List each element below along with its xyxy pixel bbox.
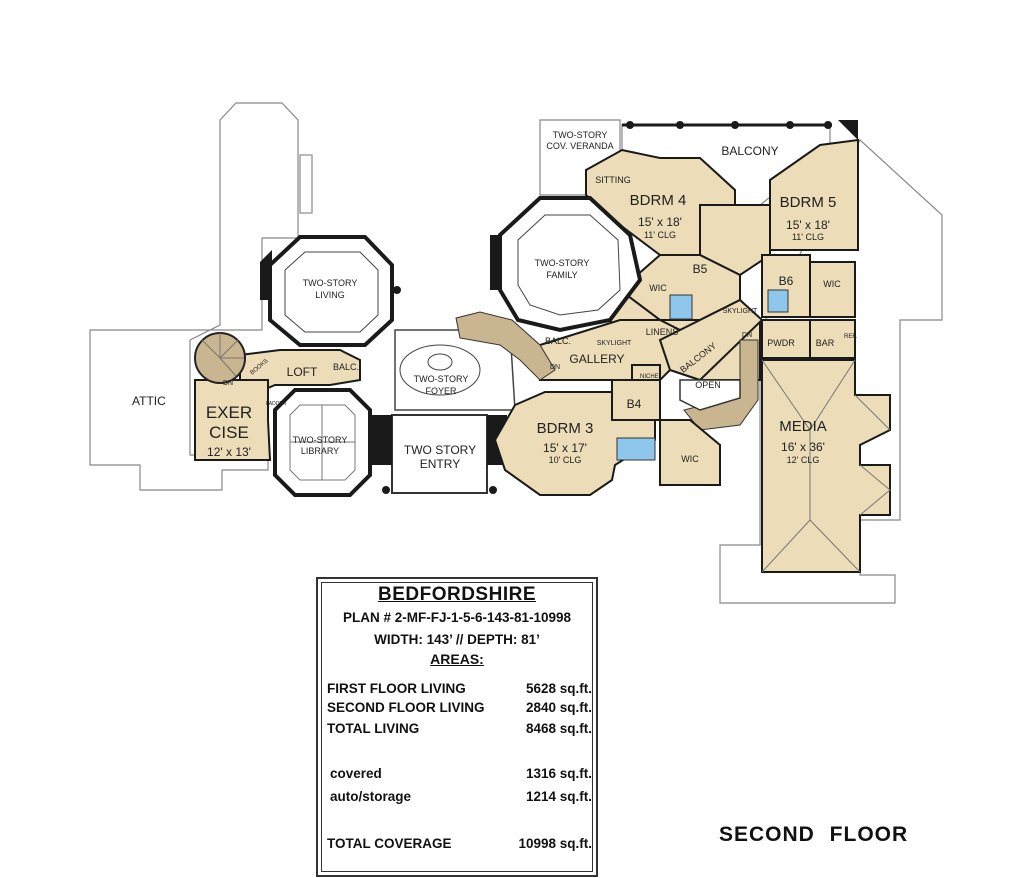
area-value: 1214 sq.ft. bbox=[525, 789, 592, 804]
chimney-small bbox=[299, 154, 313, 214]
hall-room bbox=[699, 204, 771, 277]
ladder-label: LADDER bbox=[266, 401, 287, 407]
area-label: TOTAL COVERAGE bbox=[327, 836, 452, 851]
pwdr-label: PWDR bbox=[767, 338, 795, 348]
area-value: 5628 sq.ft. bbox=[525, 681, 592, 696]
area-label: TOTAL LIVING bbox=[327, 721, 420, 736]
dn1-label: DN bbox=[223, 380, 233, 387]
bdrm5-clg: 11' CLG bbox=[792, 232, 824, 242]
bdrm3-clg: 10' CLG bbox=[549, 455, 582, 465]
exercise-label-1: EXER bbox=[206, 403, 252, 422]
area-value: 1316 sq.ft. bbox=[525, 766, 592, 781]
bdrm3-label: BDRM 3 bbox=[537, 420, 594, 437]
b4-label: B4 bbox=[627, 397, 642, 411]
floor-label: SECOND FLOOR bbox=[719, 823, 909, 846]
library-label-2: LIBRARY bbox=[301, 446, 339, 456]
wic3-room bbox=[659, 419, 721, 486]
exercise-label-2: CISE bbox=[209, 423, 249, 442]
gallery-label: GALLERY bbox=[569, 352, 624, 366]
bar-room bbox=[809, 319, 856, 359]
bdrm4-label: BDRM 4 bbox=[630, 192, 687, 209]
dn3-label: DN bbox=[742, 332, 752, 339]
bdrm4-size: 15' x 18' bbox=[638, 215, 682, 229]
niche bbox=[631, 364, 661, 381]
entry-label-1: TWO STORY bbox=[404, 443, 476, 457]
niche-label: NICHE bbox=[640, 374, 659, 380]
attic-outline bbox=[89, 102, 299, 491]
entry-label-2: ENTRY bbox=[420, 457, 460, 471]
foyer-label-1: TWO-STORY bbox=[414, 374, 469, 384]
veranda-label-1: TWO-STORY bbox=[553, 130, 608, 140]
stair-curve bbox=[455, 311, 556, 381]
ref-label: REF. bbox=[844, 334, 857, 340]
areas-heading: AREAS: bbox=[430, 651, 484, 667]
b5-label: B5 bbox=[693, 262, 708, 276]
b4-room bbox=[611, 379, 661, 421]
balcony-top-label: BALCONY bbox=[721, 144, 778, 158]
area-value: 8468 sq.ft. bbox=[525, 721, 592, 736]
bdrm5-label: BDRM 5 bbox=[780, 194, 837, 211]
attic-label: ATTIC bbox=[132, 394, 166, 408]
bdrm3-size: 15' x 17' bbox=[543, 441, 587, 455]
loft-label: LOFT bbox=[287, 365, 318, 379]
entry-area bbox=[391, 414, 488, 494]
foyer-label-2: FOYER bbox=[425, 386, 457, 396]
library-label-1: TWO-STORY bbox=[293, 435, 348, 445]
bdrm4-clg: 11' CLG bbox=[644, 230, 676, 240]
area-label: SECOND FLOOR LIVING bbox=[327, 700, 485, 715]
sitting-label: SITTING bbox=[595, 175, 631, 185]
linens-label: LINENS bbox=[646, 327, 679, 337]
areas-table-inner-border bbox=[321, 582, 593, 872]
balcony-mid bbox=[658, 298, 764, 382]
open-area bbox=[679, 379, 741, 411]
skylight2-label: SKYLIGHT bbox=[723, 308, 758, 315]
veranda-label-2: COV. VERANDA bbox=[546, 141, 613, 151]
family-label-2: FAMILY bbox=[546, 270, 577, 280]
plan-title: BEDFORDSHIRE bbox=[377, 584, 536, 605]
media-clg: 12' CLG bbox=[787, 455, 820, 465]
bdrm5-room bbox=[769, 138, 859, 251]
living-label-1: TWO-STORY bbox=[303, 278, 358, 288]
area-label: FIRST FLOOR LIVING bbox=[327, 681, 466, 696]
balc2-label: BALC. bbox=[333, 362, 359, 372]
media-size: 16' x 36' bbox=[781, 440, 825, 454]
wic1-label: WIC bbox=[649, 283, 667, 293]
skylight1-label: SKYLIGHT bbox=[597, 340, 632, 347]
bdrm5-size: 15' x 18' bbox=[786, 218, 830, 232]
area-label: auto/storage bbox=[330, 789, 412, 804]
area-value: 2840 sq.ft. bbox=[525, 700, 592, 715]
plan-number: PLAN # 2-MF-FJ-1-5-6-143-81-10998 bbox=[342, 610, 572, 625]
exercise-size: 12' x 13' bbox=[207, 445, 251, 459]
media-label: MEDIA bbox=[779, 418, 827, 435]
area-label: covered bbox=[330, 766, 382, 781]
wic2-label: WIC bbox=[823, 279, 841, 289]
area-value: 10998 sq.ft. bbox=[518, 836, 592, 851]
wic2-room bbox=[809, 261, 856, 318]
areas-table: BEDFORDSHIRE PLAN # 2-MF-FJ-1-5-6-143-81… bbox=[316, 577, 598, 877]
wic3-label: WIC bbox=[681, 454, 699, 464]
exercise-room bbox=[194, 379, 272, 461]
living-label-2: LIVING bbox=[315, 290, 345, 300]
dn2-label: DN bbox=[550, 364, 560, 371]
family-label-1: TWO-STORY bbox=[535, 258, 590, 268]
open-label: OPEN bbox=[695, 380, 721, 390]
plan-dimensions: WIDTH: 143’ // DEPTH: 81’ bbox=[374, 632, 540, 647]
b6-label: B6 bbox=[779, 274, 794, 288]
bar-label: BAR bbox=[816, 338, 835, 348]
balc1-label: BALC. bbox=[545, 336, 571, 346]
